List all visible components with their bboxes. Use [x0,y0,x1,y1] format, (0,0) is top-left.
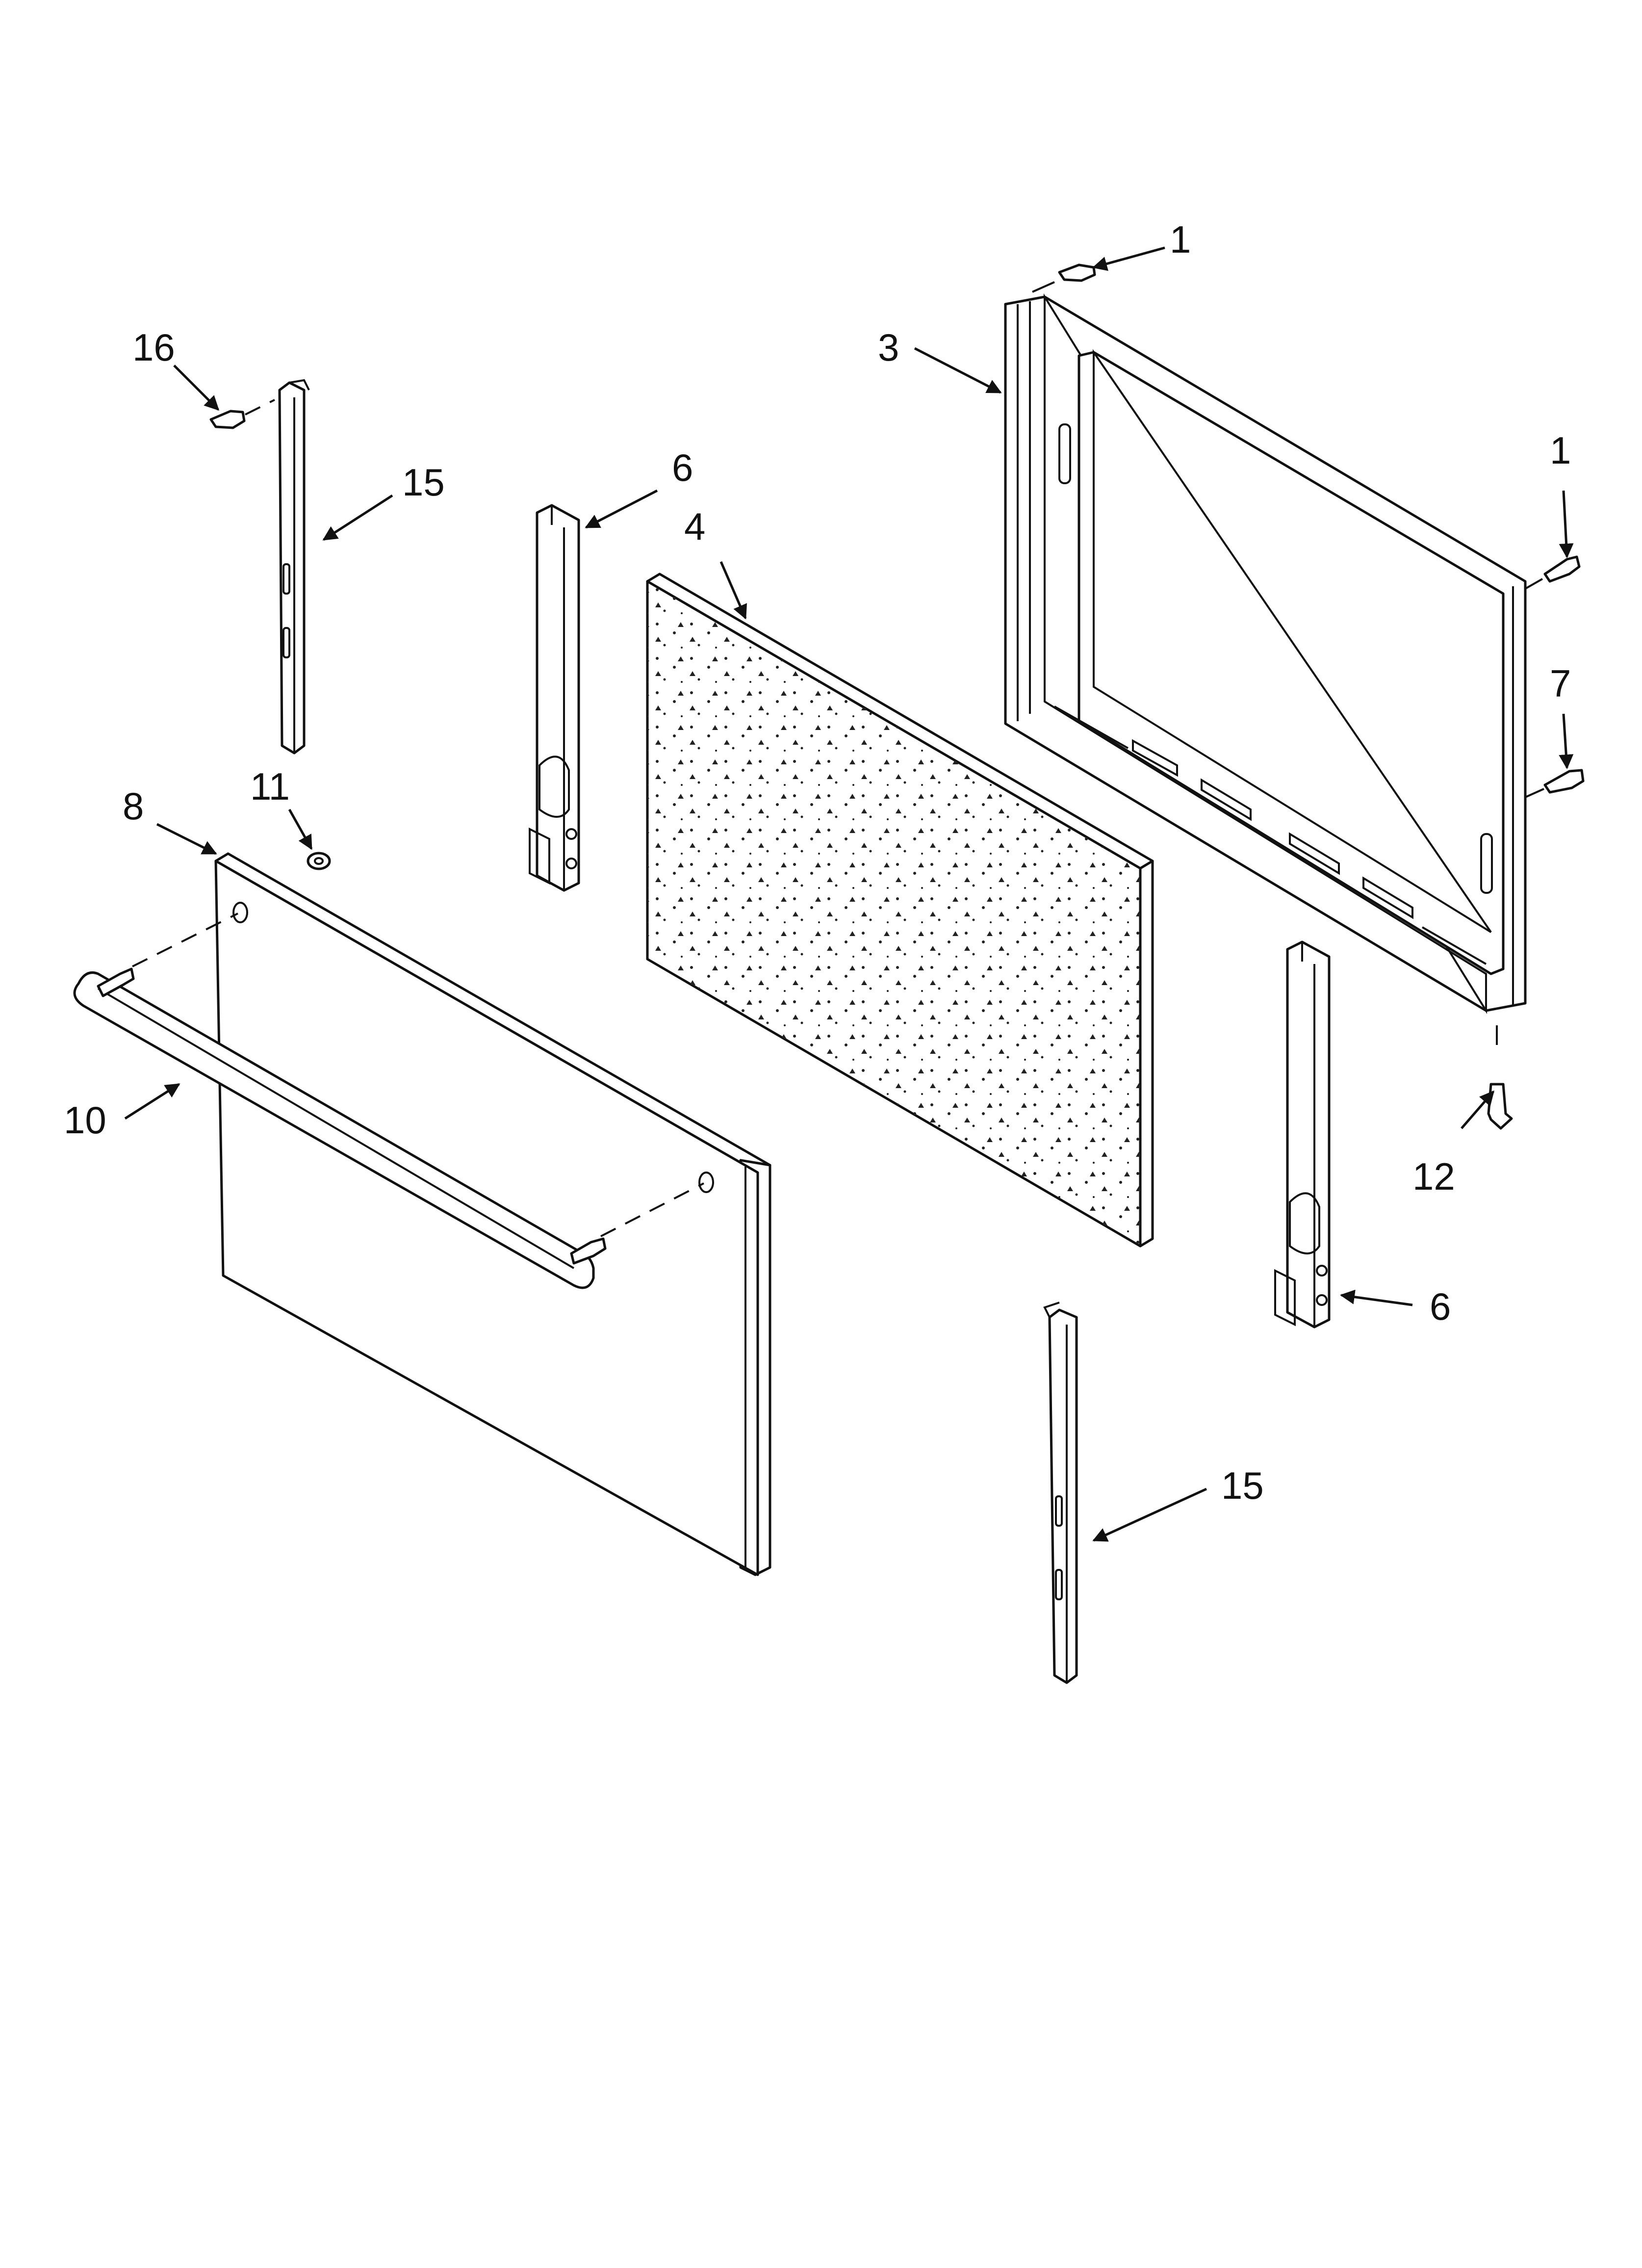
screw-part-12 [1487,1025,1513,1130]
callout-1-top: 1 [1170,218,1191,261]
callout-6-left: 6 [672,446,693,489]
hinge-part-6-right [1274,940,1331,1329]
washer-part-11 [307,852,331,870]
callout-3: 3 [878,326,899,369]
hinge-receiver-part-15-left [278,379,310,755]
callout-labels: 1 1 3 4 6 6 7 8 10 11 12 15 15 16 [64,218,1571,1507]
insulation-panel-part-4 [646,573,1154,1248]
callout-16: 16 [132,326,175,369]
frame-slots [1132,739,1413,919]
screw-part-1-right [1525,555,1581,590]
hinge-receiver-part-15-right [1043,1302,1078,1684]
hinge-part-6-left [529,504,580,892]
leader-lines [124,246,1574,1542]
callout-10: 10 [64,1098,106,1142]
callout-15-right: 15 [1221,1464,1264,1507]
callout-7: 7 [1550,662,1571,705]
callout-6-right: 6 [1430,1285,1451,1328]
callout-4: 4 [684,505,705,548]
door-frame-part-3 [1004,293,1527,1015]
callout-15-left: 15 [402,461,445,504]
door-handle-part-10 [73,912,704,1289]
screw-part-7 [1525,769,1585,798]
callout-1-right: 1 [1550,429,1571,472]
callout-11: 11 [250,765,290,808]
callout-12: 12 [1412,1155,1455,1198]
screw-part-1-top [1032,263,1096,293]
screw-part-16 [209,399,275,429]
callout-8: 8 [123,784,144,828]
